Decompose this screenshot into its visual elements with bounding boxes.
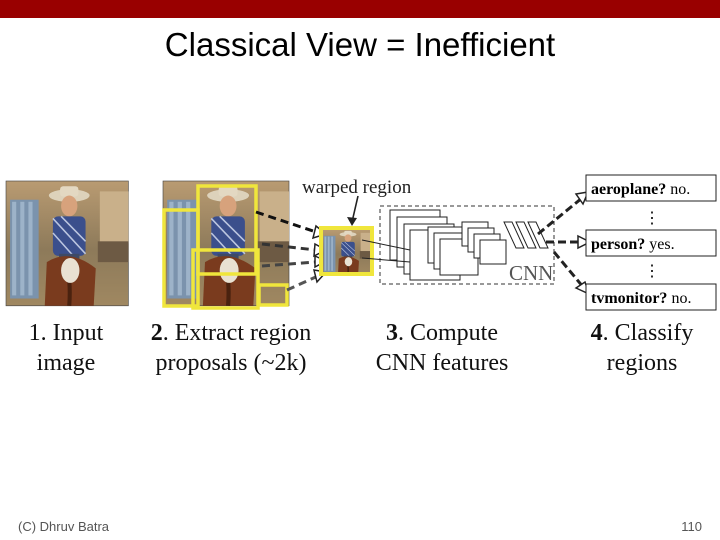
- proposal-arrows: [255, 210, 319, 292]
- proposal-box: [162, 208, 200, 308]
- output-answer: yes.: [649, 236, 674, 253]
- cnn-connectors: [361, 239, 411, 263]
- cnn-fc-layers: [503, 221, 549, 249]
- step-2-line1: 2. Extract region: [151, 320, 312, 346]
- header-bar-fill: [0, 0, 720, 18]
- warped-region-box: [319, 226, 374, 276]
- proposal-box: [191, 248, 260, 310]
- output-tvmonitor: tvmonitor? no.: [585, 283, 717, 311]
- output-person: person? yes.: [585, 229, 717, 257]
- output-answer: no.: [670, 181, 690, 198]
- cnn-label: CNN: [509, 261, 553, 285]
- step-4-line1: 4. Classify: [591, 320, 694, 346]
- output-class: person?: [591, 236, 645, 253]
- step-2-line2: proposals (~2k): [156, 350, 307, 376]
- proposal-arrow: [261, 260, 317, 268]
- proposal-boxes: [162, 184, 289, 310]
- warped-region-image: [321, 228, 374, 276]
- cnn-layers: [389, 209, 507, 281]
- output-arrows: [537, 196, 586, 289]
- svg-text:person? yes.: person? yes.: [591, 236, 675, 253]
- step-1-line2: image: [37, 350, 96, 376]
- proposal-arrow: [261, 242, 317, 252]
- step-3-line2: CNN features: [376, 350, 509, 376]
- step-4-line2: regions: [607, 350, 678, 376]
- cnn-dashed-box: [379, 205, 555, 285]
- step-1-line1: 1. Input: [29, 320, 104, 346]
- svg-text:aeroplane? no.: aeroplane? no.: [591, 181, 690, 198]
- output-arrow: [552, 251, 586, 289]
- proposal-box: [257, 283, 289, 307]
- step-3-line1: 3. Compute: [386, 320, 498, 346]
- output-answer: no.: [671, 290, 691, 307]
- ellipsis: ⋮: [644, 263, 660, 280]
- svg-text:tvmonitor? no.: tvmonitor? no.: [591, 290, 691, 307]
- proposal-arrow: [286, 274, 319, 292]
- page-number: 110: [681, 519, 702, 534]
- output-class: aeroplane?: [591, 181, 666, 198]
- footer-author: (C) Dhruv Batra: [18, 519, 110, 534]
- output-aeroplane: aeroplane? no.: [585, 174, 717, 202]
- proposal-arrow: [255, 210, 317, 234]
- output-class: tvmonitor?: [591, 290, 667, 307]
- warped-region-label: warped region: [302, 177, 412, 198]
- output-arrow: [537, 196, 583, 236]
- ellipsis: ⋮: [644, 210, 660, 227]
- step-captions: 1. Input image 2. Extract region proposa…: [29, 320, 694, 376]
- input-image: [6, 181, 128, 306]
- slide-title: Classical View = Inefficient: [164, 26, 556, 63]
